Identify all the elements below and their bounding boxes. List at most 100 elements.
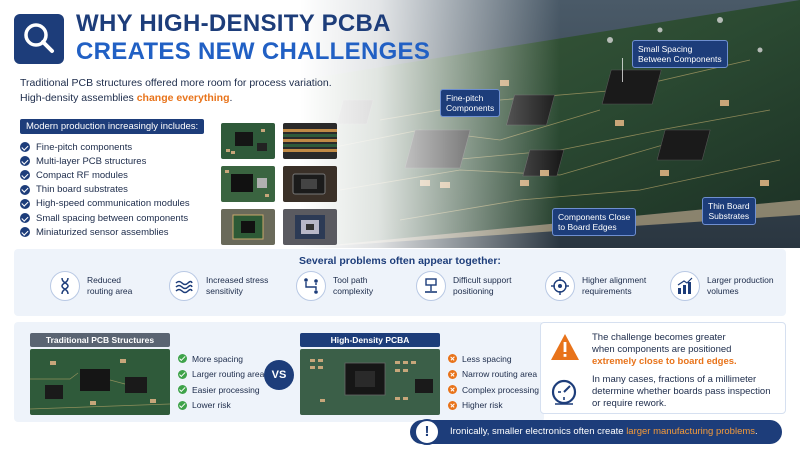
callout-close-edges: Components Close to Board Edges <box>552 208 637 236</box>
intro-line2-prefix: High-density assemblies <box>20 92 137 104</box>
challenge-line2: when components are positioned <box>592 344 732 355</box>
list-item: Higher risk <box>448 398 539 414</box>
challenge-text: The challenge becomes greater when compo… <box>592 332 737 368</box>
list-item-label: Easier processing <box>192 384 260 395</box>
check-icon <box>20 170 30 181</box>
footer-bar <box>410 420 782 444</box>
magnifier-icon <box>24 23 54 53</box>
intro-line1: Traditional PCB structures offered more … <box>20 77 332 89</box>
page-title-line2: CREATES NEW CHALLENGES <box>76 38 431 65</box>
callout-text: Small Spacing Between Components <box>638 44 722 64</box>
check-icon <box>178 385 187 395</box>
problem-label: Higher alignment requirements <box>582 275 647 296</box>
problem-label: Increased stress sensitivity <box>206 275 269 296</box>
production-list: Fine-pitch components Multi-layer PCB st… <box>20 140 190 239</box>
traditional-heading: Traditional PCB Structures <box>30 333 170 347</box>
list-item: Less spacing <box>448 351 539 367</box>
list-item: Small spacing between components <box>20 211 190 225</box>
problems-panel <box>14 249 786 316</box>
list-item-label: Complex processing <box>462 384 540 395</box>
problem-label: Difficult support positioning <box>453 275 512 296</box>
callout-text: Fine-pitch Components <box>446 93 495 113</box>
traditional-list: More spacing Larger routing area Easier … <box>178 351 264 413</box>
traditional-pcb-image <box>30 349 170 415</box>
thumbnail-grid <box>221 123 337 245</box>
list-item-label: More spacing <box>192 353 244 364</box>
vs-badge: VS <box>264 360 294 390</box>
bar-chart-icon <box>670 271 700 301</box>
problem-label: Tool path complexity <box>333 275 374 296</box>
wave-icon <box>169 271 199 301</box>
footer-highlight: larger manufacturing problems <box>626 426 756 437</box>
callout-thin-board: Thin Board Substrates <box>702 197 756 225</box>
problem-item: Reduced routing area <box>50 271 132 301</box>
x-icon <box>448 369 457 379</box>
list-item-label: Narrow routing area <box>462 369 538 380</box>
list-item: Narrow routing area <box>448 367 539 383</box>
problem-label: Reduced routing area <box>87 275 133 296</box>
x-icon <box>448 400 457 410</box>
list-item-label: Small spacing between components <box>36 212 189 224</box>
challenge-line1: The challenge becomes greater <box>592 332 726 343</box>
problem-item: Increased stress sensitivity <box>169 271 268 301</box>
gauge-icon <box>551 379 577 405</box>
thumbnail-rf-module <box>221 166 275 202</box>
thumbnail-sensor <box>283 209 337 245</box>
list-item-label: Larger routing area <box>192 369 265 380</box>
footer-prefix: Ironically, smaller electronics often cr… <box>450 426 627 437</box>
check-icon <box>20 156 30 167</box>
check-icon <box>178 354 187 364</box>
logo <box>14 14 64 64</box>
callout-text: Thin Board Substrates <box>708 201 750 221</box>
thumbnail-thin-substrate <box>283 166 337 202</box>
list-item-label: Compact RF modules <box>36 169 128 181</box>
problem-item: Higher alignment requirements <box>545 271 646 301</box>
intro-text: Traditional PCB structures offered more … <box>20 76 332 106</box>
footer-suffix: . <box>755 426 758 437</box>
intro-line2-suffix: . <box>229 92 233 104</box>
list-item-label: High-speed communication modules <box>36 198 190 210</box>
challenge-paragraph: In many cases, fractions of a millimeter… <box>592 374 771 409</box>
x-icon <box>448 354 457 364</box>
path-icon <box>296 271 326 301</box>
hero-fade-overlay <box>300 0 560 248</box>
high-density-pcb-image <box>300 349 440 415</box>
page-title-line1: WHY HIGH-DENSITY PCBA <box>76 10 391 37</box>
list-item: More spacing <box>178 351 264 367</box>
warning-icon <box>551 334 579 360</box>
dna-icon <box>50 271 80 301</box>
list-item: High-speed communication modules <box>20 197 190 211</box>
list-item: Multi-layer PCB structures <box>20 154 190 168</box>
intro-highlight: change everything <box>136 92 230 104</box>
list-item-label: Multi-layer PCB structures <box>36 155 147 167</box>
high-density-heading: High-Density PCBA <box>300 333 440 347</box>
check-icon <box>20 184 30 195</box>
list-item-label: Fine-pitch components <box>36 141 133 153</box>
list-item: Fine-pitch components <box>20 140 190 154</box>
problem-item: Difficult support positioning <box>416 271 511 301</box>
list-item: Thin board substrates <box>20 183 190 197</box>
list-item: Compact RF modules <box>20 168 190 182</box>
check-icon <box>20 227 30 238</box>
challenge-highlight: extremely close to board edges. <box>592 356 737 367</box>
high-density-list: Less spacing Narrow routing area Complex… <box>448 351 539 413</box>
list-item-label: Higher risk <box>462 400 503 411</box>
challenge-panel <box>540 322 786 414</box>
check-icon <box>178 400 187 410</box>
list-item: Lower risk <box>178 398 264 414</box>
problem-label: Larger production volumes <box>707 275 774 296</box>
callout-fine-pitch: Fine-pitch Components <box>440 89 501 117</box>
callout-line <box>622 58 623 82</box>
thumbnail-multilayer <box>283 123 337 159</box>
intro-line2: High-density assemblies change everythin… <box>20 91 332 106</box>
list-item: Easier processing <box>178 382 264 398</box>
callout-small-spacing: Small Spacing Between Components <box>632 40 728 68</box>
list-item-label: Thin board substrates <box>36 184 128 196</box>
support-icon <box>416 271 446 301</box>
list-item: Complex processing <box>448 382 539 398</box>
production-heading: Modern production increasingly includes: <box>20 119 204 134</box>
footer-text: Ironically, smaller electronics often cr… <box>450 426 758 437</box>
list-item-label: Less spacing <box>462 353 512 364</box>
thumbnail-hs-module <box>221 209 275 245</box>
problems-title: Several problems often appear together: <box>299 255 501 267</box>
